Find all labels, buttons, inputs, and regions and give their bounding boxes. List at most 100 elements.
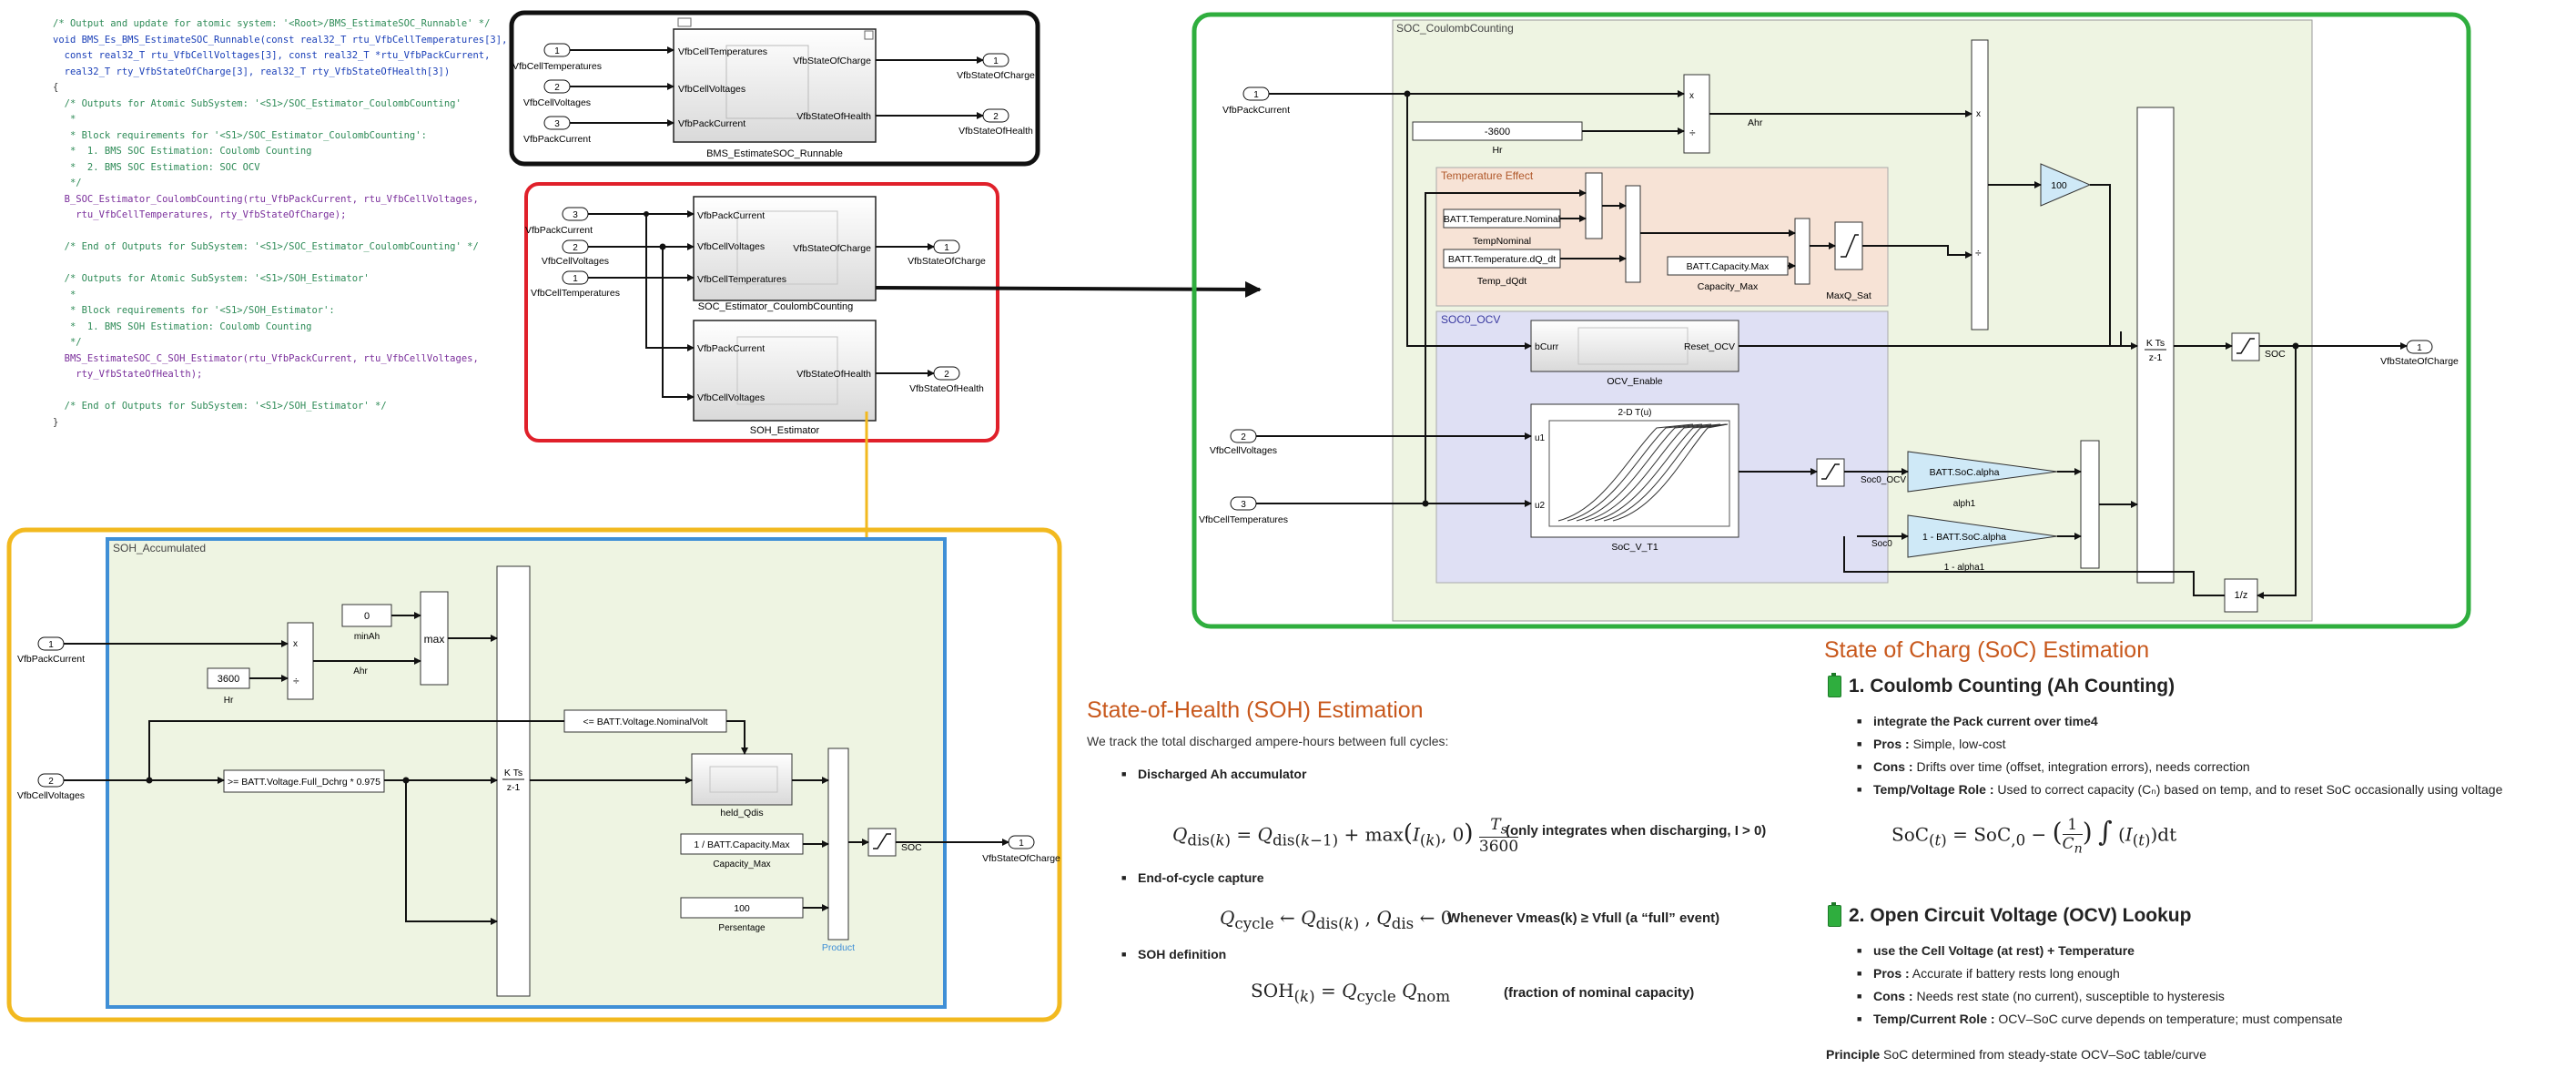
outport-number: 1	[993, 56, 999, 66]
temp-product-block[interactable]	[1625, 185, 1641, 283]
code-line: void BMS_Es_BMS_EstimateSOC_Runnable(con…	[53, 34, 508, 46]
ah-scale-product[interactable]	[1971, 39, 1989, 331]
full-dchrg-compare[interactable]	[223, 769, 385, 793]
code-line: rtu_VfbCellTemperatures, rty_VfbStateOfC…	[53, 209, 347, 220]
signal-label: Soc0	[1871, 539, 1892, 549]
maxq-saturation[interactable]	[1834, 221, 1863, 270]
ahr-product-block[interactable]	[1683, 74, 1710, 154]
block-name: Hr	[1492, 145, 1503, 156]
outport-2[interactable]	[933, 366, 960, 381]
soc-coulomb-model: SOC_CoulombCounting Temperature Effect S…	[1192, 12, 2471, 629]
principle-key: Principle	[1826, 1047, 1881, 1062]
code-line: {	[53, 82, 59, 93]
code-line: * Block requirements for '<S1>/SOC_Estim…	[53, 129, 427, 141]
inport-label: VfbCellTemperatures	[512, 61, 602, 72]
ocv-heading-text: 2. Open Circuit Voltage (OCV) Lookup	[1849, 905, 2192, 926]
operator-sign: x	[1976, 109, 1981, 119]
code-line: * Block requirements for '<S1>/SOH_Estim…	[53, 305, 335, 316]
soh-bullet-2: End-of-cycle capture	[1121, 867, 1263, 890]
code-line: /* End of Outputs for SubSystem: '<S1>/S…	[53, 401, 387, 412]
operator-sign: ÷	[1975, 247, 1982, 259]
inport-label: VfbCellTemperatures	[531, 288, 620, 299]
port-label: u1	[1535, 433, 1546, 443]
delay-label: 1/z	[2235, 590, 2248, 601]
port-label: bCurr	[1535, 341, 1559, 352]
soh-integrator[interactable]	[496, 565, 531, 997]
coulomb-item-value: Used to correct capacity (Cₙ) based on t…	[1993, 782, 2503, 797]
integrator-num: K Ts	[2146, 338, 2165, 349]
outport-2[interactable]	[982, 108, 1009, 123]
operator-sign: x	[293, 639, 298, 649]
gain-value: BATT.SoC.alpha	[1930, 467, 2000, 478]
temp-sum-block[interactable]	[1585, 172, 1603, 239]
soh-bullet-label: SOH definition	[1138, 947, 1227, 961]
outport-1[interactable]	[933, 239, 960, 254]
integrator-den: z-1	[2149, 352, 2163, 363]
outport-1[interactable]	[982, 53, 1009, 67]
inport-label: VfbCellVoltages	[542, 256, 609, 267]
block-name: held_Qdis	[720, 808, 763, 819]
inport-label: VfbPackCurrent	[1222, 105, 1290, 116]
ocv-enable-block[interactable]	[1530, 320, 1739, 372]
soc-v-t-lookup[interactable]	[1530, 403, 1739, 538]
soh-product-block[interactable]	[827, 747, 849, 941]
integrator-den: z-1	[507, 782, 521, 793]
code-line: /* Output and update for atomic system: …	[53, 18, 491, 29]
soc-estimator-preview	[736, 210, 838, 285]
block-name: Persentage	[718, 923, 766, 933]
outport-number: 1	[2417, 343, 2422, 353]
coulomb-list: integrate the Pack current over time4 Pr…	[1857, 710, 2502, 801]
soh-estimator-preview	[736, 336, 838, 405]
soh-equation-1-note: (only integrates when discharging, I > 0…	[1506, 823, 1767, 839]
inport-number: 3	[554, 119, 560, 129]
block-name: max	[424, 633, 445, 646]
block-name: SOC	[2265, 349, 2286, 360]
max-block[interactable]	[420, 591, 449, 686]
port-label: u2	[1535, 501, 1546, 511]
top-level-model: VfbCellTemperatures VfbCellVoltages VfbP…	[509, 10, 1040, 167]
inport-number: 3	[1241, 500, 1246, 510]
soc-estimator-block[interactable]	[693, 196, 877, 301]
held-qdis-block[interactable]	[691, 753, 793, 806]
nominal-volt-compare[interactable]	[563, 709, 727, 733]
inport-label: VfbCellVoltages	[17, 790, 85, 801]
code-line: /* Outputs for Atomic SubSystem: '<S1>/S…	[53, 273, 370, 284]
estimator-model: VfbPackCurrent VfbCellVoltages VfbCellTe…	[524, 182, 999, 442]
code-line: *	[53, 114, 76, 125]
block-name: SOC_Estimator_CoulombCounting	[698, 301, 854, 312]
ocv-item-key: Temp/Current Role :	[1873, 1012, 1995, 1026]
ahr-product-block[interactable]	[287, 622, 314, 700]
blend-sum-block[interactable]	[2080, 440, 2100, 569]
lookup-plot-area	[1548, 420, 1730, 527]
coulomb-heading: 1. Coulomb Counting (Ah Counting)	[1828, 673, 2175, 698]
soh-equation-2: Qcycle ← Qdis(k) , Qdis ← 0	[1220, 907, 1453, 932]
coulomb-item-key: Temp/Voltage Role :	[1873, 782, 1994, 797]
port-label: VfbStateOfHealth	[796, 369, 871, 380]
inport-label: VfbCellVoltages	[523, 97, 591, 108]
capacity-sum-block[interactable]	[1794, 218, 1810, 285]
code-line: /* Outputs for Atomic SubSystem: '<S1>/S…	[53, 97, 461, 109]
block-name: MaxQ_Sat	[1826, 290, 1871, 301]
soh-equation-2-note: Whenever Vmeas(k) ≥ Vfull (a “full” even…	[1447, 910, 1720, 926]
soh-bullet-1: Discharged Ah accumulator	[1121, 763, 1306, 786]
outport-number: 1	[944, 243, 949, 253]
principle-value: SoC determined from steady-state OCV–SoC…	[1880, 1047, 2206, 1062]
ocv-item-value: OCV–SoC curve depends on temperature; mu…	[1994, 1012, 2343, 1026]
discrete-integrator[interactable]	[2136, 107, 2175, 584]
outport-label: VfbStateOfCharge	[957, 70, 1035, 81]
bms-runnable-block[interactable]	[673, 28, 877, 143]
outport-label: VfbStateOfHealth	[958, 126, 1033, 137]
port-label: VfbPackCurrent	[697, 343, 765, 354]
block-name: alph1	[1953, 499, 1976, 509]
soh-accumulated-model: SOH_Accumulated 1 VfbPackCurrent 2 VfbCe…	[6, 527, 1062, 1022]
coulomb-item-value: Simple, low-cost	[1909, 737, 2006, 751]
inport-number: 1	[573, 274, 578, 284]
code-line: }	[53, 416, 59, 428]
code-line: rty_VfbStateOfHealth);	[53, 369, 203, 380]
ocv-item-key: Pros :	[1873, 966, 1910, 981]
block-name: minAh	[354, 632, 380, 642]
coulomb-item-key: Cons :	[1873, 759, 1913, 774]
inport-number: 1	[554, 46, 560, 56]
port-label: VfbPackCurrent	[678, 118, 745, 129]
